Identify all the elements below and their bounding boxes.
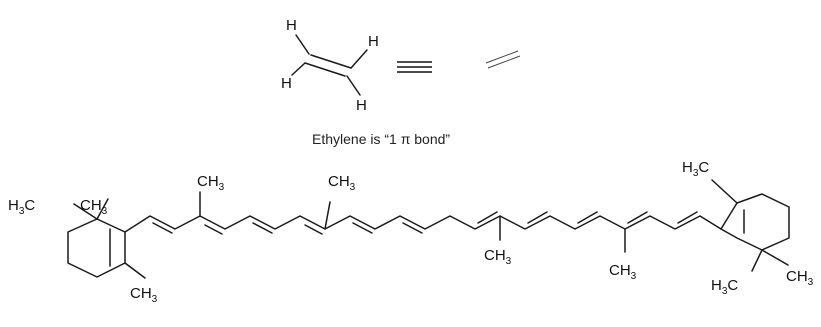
svg-text:CH3: CH3 xyxy=(609,262,637,282)
methyl-label-left-bottom: CH3 xyxy=(130,285,158,305)
methyl-label-right-bottom-2: CH3 xyxy=(786,268,814,288)
svg-text:CH3: CH3 xyxy=(328,173,356,193)
svg-text:H3C: H3C xyxy=(711,277,738,297)
methyl-label-chain-1: CH3 xyxy=(197,173,225,193)
beta-carotene-structure xyxy=(67,179,790,279)
methyl-label-right-top: H3C xyxy=(682,159,709,179)
ethylene-structure: H H H H xyxy=(281,17,379,114)
svg-text:CH3: CH3 xyxy=(80,197,108,217)
svg-text:CH3: CH3 xyxy=(197,173,225,193)
hydrogen-label-top-right: H xyxy=(368,33,379,50)
methyl-label-chain-2: CH3 xyxy=(328,173,356,193)
skeletal-double-bond xyxy=(485,50,521,69)
hydrogen-label-top-left: H xyxy=(286,17,297,34)
methyl-label-left-top-1: H3C xyxy=(8,197,35,217)
methyl-label-right-bottom-1: H3C xyxy=(711,277,738,297)
methyl-label-chain-4: CH3 xyxy=(609,262,637,282)
svg-text:H3C: H3C xyxy=(682,159,709,179)
svg-text:CH3: CH3 xyxy=(484,247,512,267)
svg-text:CH3: CH3 xyxy=(130,285,158,305)
equivalence-symbol xyxy=(397,61,432,73)
methyl-label-chain-3: CH3 xyxy=(484,247,512,267)
svg-text:CH3: CH3 xyxy=(786,268,814,288)
hydrogen-label-bottom: H xyxy=(356,97,367,114)
hydrogen-label-left: H xyxy=(281,75,292,92)
ethylene-caption: Ethylene is “1 π bond” xyxy=(312,131,450,147)
methyl-label-left-top-2: CH3 xyxy=(80,197,108,217)
svg-text:H3C: H3C xyxy=(8,197,35,217)
